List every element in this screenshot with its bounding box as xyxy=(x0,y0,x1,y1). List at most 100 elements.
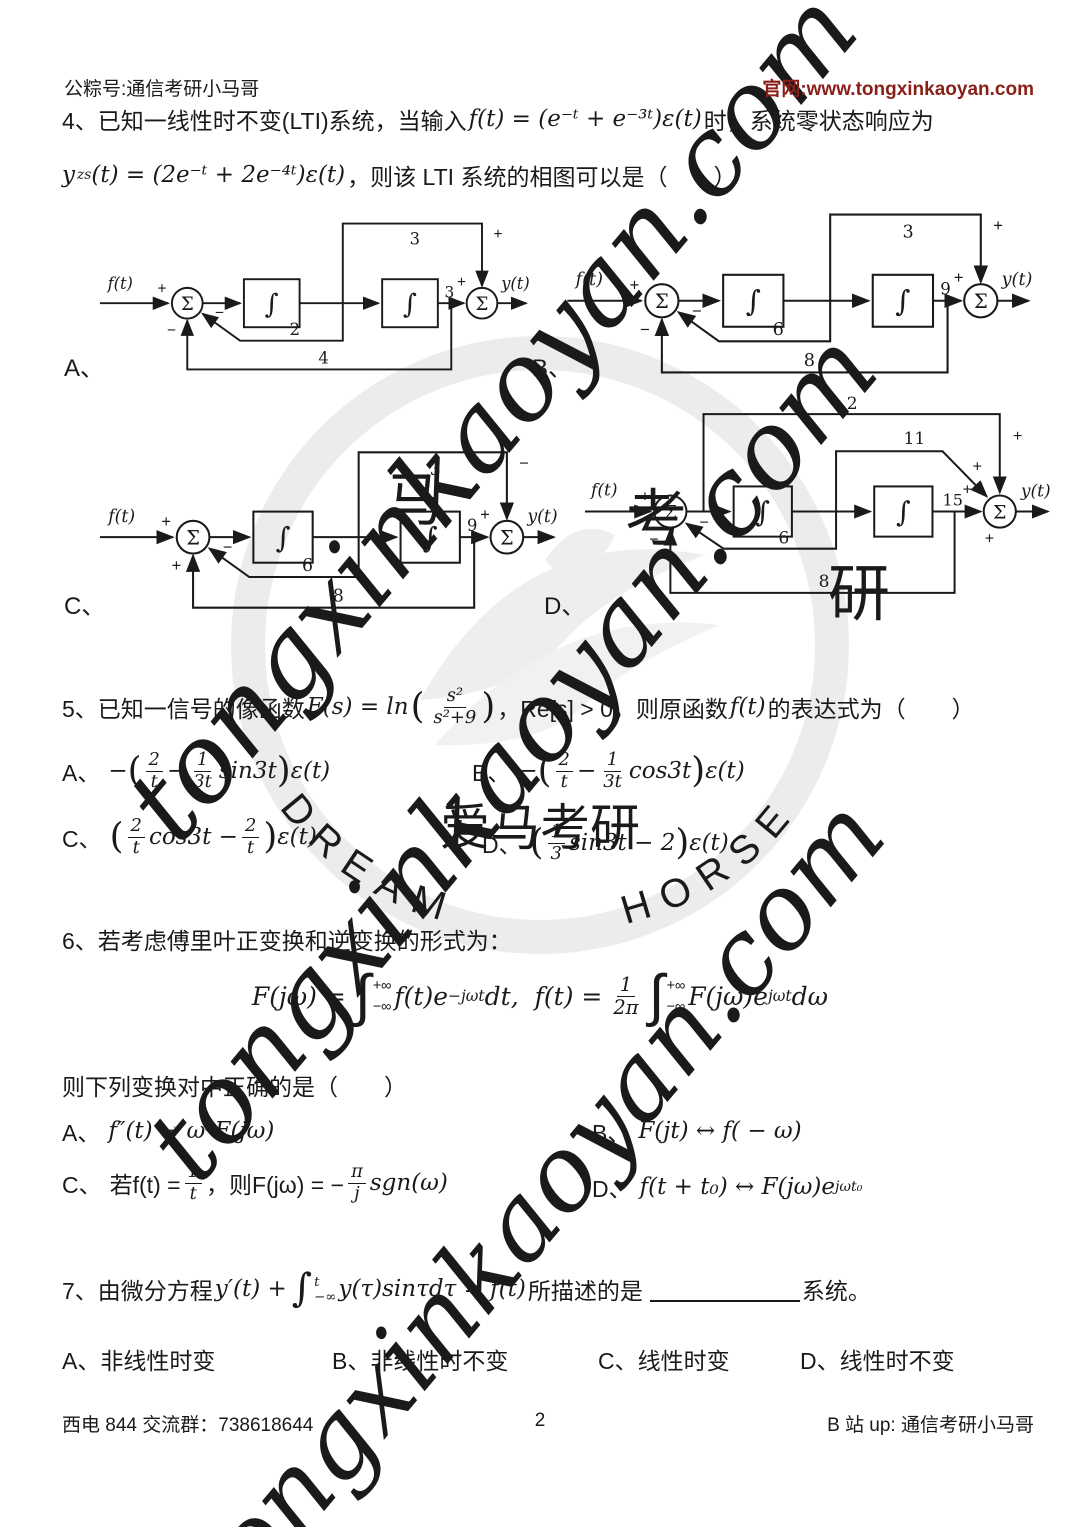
integrator-symbol: ∫ xyxy=(265,289,279,320)
paren: ( xyxy=(410,686,425,728)
q5-math: f(t) xyxy=(729,694,766,721)
paren: ) xyxy=(276,750,291,792)
math: f(t)e xyxy=(394,981,448,1011)
frac-den: t xyxy=(189,1182,197,1204)
sign: + xyxy=(457,274,466,291)
paren: ( xyxy=(109,816,124,858)
summer-symbol: Σ xyxy=(993,502,1007,524)
q4-text: 时，系统零状态响应为 xyxy=(703,108,934,134)
sign: + xyxy=(1013,427,1022,445)
frac-den: j xyxy=(354,1182,360,1204)
integrator-symbol: ∫ xyxy=(746,284,761,318)
paren: ) xyxy=(481,686,496,728)
summer-symbol: Σ xyxy=(181,294,194,315)
gain-fb1: 6 xyxy=(302,556,313,576)
integral: ∫+∞−∞ xyxy=(355,967,392,1024)
watermark-wing-icon xyxy=(420,549,705,700)
math: F(jt) ↔ f( − ω) xyxy=(638,1118,802,1144)
gain-ff: 3 xyxy=(902,222,913,242)
integral-upper: t xyxy=(314,1275,320,1290)
exponent: −jωt xyxy=(448,987,485,1006)
math: ε(t) xyxy=(689,830,729,857)
math: F(jω)e xyxy=(688,981,768,1011)
frac-den: 2π xyxy=(613,995,639,1019)
header-right-url: 官网:www.tongxinkaoyan.com xyxy=(762,79,1034,100)
paren: ( xyxy=(537,750,552,792)
sign: + xyxy=(963,480,972,498)
gain-fb2: 8 xyxy=(819,572,830,592)
frac-num: 2 xyxy=(145,749,163,772)
frac-num: s² xyxy=(443,685,467,708)
integral-symbol: ∫ xyxy=(648,964,665,1028)
sign: + xyxy=(985,530,994,548)
frac-den: s²+9 xyxy=(433,706,477,728)
q7-option-d: D、线性时不变 xyxy=(800,1348,955,1374)
watermark-horse-head-icon xyxy=(545,528,615,574)
q5-text: ，Re[s] > 0，则原函数 xyxy=(497,696,728,723)
math: y(τ)sinτdτ = f(t) xyxy=(338,1276,526,1302)
option-label: B、 xyxy=(472,760,511,787)
option-label: B、 xyxy=(592,1120,631,1146)
gain-fb1: 6 xyxy=(778,529,789,549)
frac-num: π xyxy=(348,1161,366,1184)
sign: + xyxy=(954,268,964,287)
frac-den: 3t xyxy=(603,770,622,792)
text: ，则F(jω) = − xyxy=(205,1172,345,1199)
math: − xyxy=(576,758,597,785)
integrator-symbol: ∫ xyxy=(895,284,910,318)
frac-num: 2 xyxy=(127,815,145,838)
gain-fb2: 4 xyxy=(318,349,328,368)
integral: ∫t−∞ xyxy=(292,1269,337,1308)
sign: − xyxy=(167,322,176,339)
q4-math1: f(t) = (e⁻ᵗ + e⁻³ᵗ)ε(t) xyxy=(468,106,702,132)
integral-lower: −∞ xyxy=(372,999,392,1016)
page-number: 2 xyxy=(534,1410,546,1431)
answer-blank xyxy=(649,1276,800,1303)
q7-option-c: C、线性时变 xyxy=(598,1348,730,1374)
math: − xyxy=(166,758,187,785)
frac-den: 3t xyxy=(193,770,212,792)
integral-upper: +∞ xyxy=(372,977,392,994)
frac-num: 1 xyxy=(603,749,622,772)
integral: ∫+∞−∞ xyxy=(648,964,686,1028)
sign: + xyxy=(630,275,640,294)
sign: + xyxy=(494,226,503,243)
math: sgn(ω) xyxy=(369,1170,448,1197)
math: − xyxy=(108,758,128,785)
paren: ( xyxy=(529,822,544,864)
watermark-wing2-icon xyxy=(435,622,720,746)
q5-text: 5、已知一信号的像函数 xyxy=(62,696,305,723)
math: dω xyxy=(791,981,829,1011)
q7-option-b: B、非线性时不变 xyxy=(332,1348,509,1374)
paren: ) xyxy=(675,822,690,864)
math: f(t + t₀) ↔ F(jω)e xyxy=(639,1174,835,1200)
option-label: D、 xyxy=(482,832,522,859)
math: y′(t) + xyxy=(214,1276,287,1302)
summer-symbol: Σ xyxy=(500,526,514,549)
sign: − xyxy=(215,305,224,322)
q4-text: 4、已知一线性时不变(LTI)系统，当输入 xyxy=(62,108,467,134)
sign: − xyxy=(699,514,708,532)
gain-fb1: 6 xyxy=(773,320,784,340)
q4-ysub: zs xyxy=(77,167,92,183)
q4-stem-line1: 4、已知一线性时不变(LTI)系统，当输入 f(t) = (e⁻ᵗ + e⁻³ᵗ… xyxy=(62,102,936,136)
q7-option-a: A、非线性时变 xyxy=(62,1348,216,1374)
sign: + xyxy=(161,513,171,531)
gain-ff: 3 xyxy=(430,460,441,480)
frac-den: t xyxy=(150,770,158,792)
q6-option-a: A、 f″(t) ↔ ω²F(jω) xyxy=(62,1114,274,1148)
gain-fb1: 2 xyxy=(290,320,300,339)
gain-fb2: 8 xyxy=(804,351,815,371)
q6-stem: 6、若考虑傅里叶正变换和逆变换的形式为： xyxy=(62,922,514,956)
integral-lower: −∞ xyxy=(666,999,686,1016)
